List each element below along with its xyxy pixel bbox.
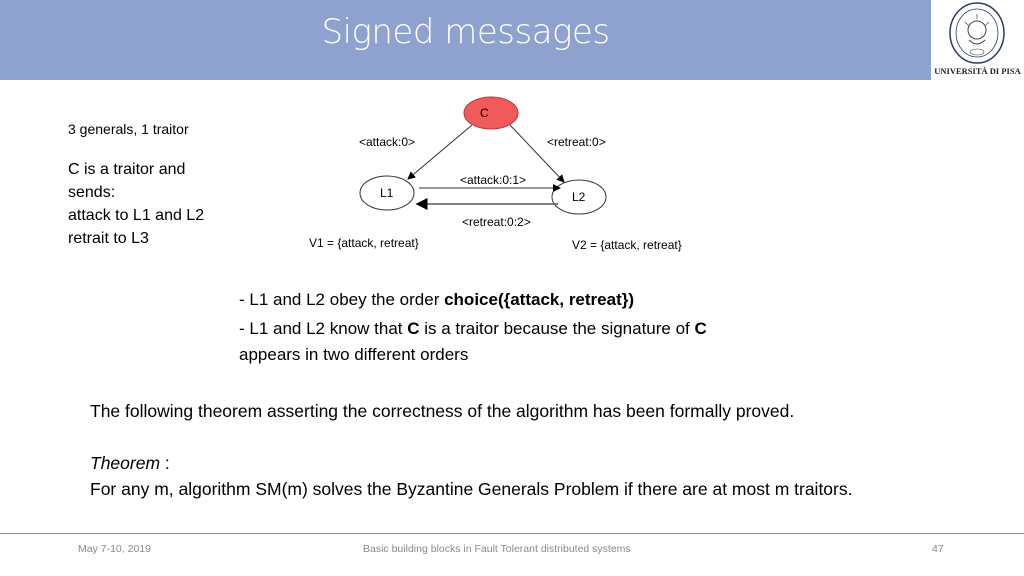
theorem-section: The following theorem asserting the corr…: [90, 398, 852, 502]
theorem-heading: Theorem :: [90, 450, 852, 476]
university-seal-icon: [949, 2, 1005, 64]
footer-subject: Basic building blocks in Fault Tolerant …: [363, 543, 631, 555]
bullet-text: - L1 and L2 know that: [239, 319, 408, 338]
bullet-bold: choice({attack, retreat}): [444, 290, 635, 309]
v1-label: V1 = {attack, retreat}: [309, 236, 419, 250]
edge-c-l1: [407, 124, 473, 180]
message-diagram: C L1 L2 <attack:0> <retreat:0> <attack:0…: [300, 90, 720, 260]
node-l1-label: L1: [380, 186, 394, 200]
theorem-statement: For any m, algorithm SM(m) solves the By…: [90, 479, 853, 499]
bullet-text: is a traitor because the signature of: [419, 319, 695, 338]
bullet-obey-order: - L1 and L2 obey the order choice({attac…: [239, 287, 799, 313]
bullet-traitor-detection: - L1 and L2 know that C is a traitor bec…: [239, 316, 799, 342]
page-number: 47: [932, 543, 944, 555]
footer-divider: [0, 533, 1024, 534]
conclusions: - L1 and L2 obey the order choice({attac…: [239, 287, 799, 368]
traitor-description: C is a traitor and sends: attack to L1 a…: [68, 158, 204, 250]
edge-label-attack-0: <attack:0>: [359, 135, 416, 149]
node-c-label: C: [480, 106, 489, 120]
note-line: sends:: [68, 184, 116, 201]
logo-text: UNIVERSITÀ DI PISA: [934, 66, 1021, 76]
slide-title: Signed messages: [321, 12, 610, 52]
theorem-colon: :: [160, 453, 170, 473]
university-logo: UNIVERSITÀ DI PISA: [931, 0, 1024, 80]
bullet-text: - L1 and L2 obey the order: [239, 290, 445, 309]
theorem-intro: The following theorem asserting the corr…: [90, 401, 795, 421]
setup-note: 3 generals, 1 traitor: [68, 121, 189, 137]
edge-c-l2: [509, 124, 565, 183]
edge-label-attack-0-1: <attack:0:1>: [460, 173, 527, 187]
footer-date: May 7-10, 2019: [78, 543, 151, 555]
node-l1: [359, 175, 415, 211]
v2-label: V2 = {attack, retreat}: [572, 238, 682, 252]
theorem-label: Theorem: [90, 453, 161, 473]
title-bar: Signed messages: [0, 0, 931, 80]
node-l2-label: L2: [572, 190, 586, 204]
edge-label-retreat-0-2: <retreat:0:2>: [462, 215, 531, 229]
bullet-bold: C: [407, 319, 420, 338]
bullet-bold: C: [694, 319, 707, 338]
bullet-continuation: appears in two different orders: [239, 345, 469, 364]
note-line: C is a traitor and: [68, 161, 186, 178]
note-line: retrait to L3: [68, 230, 149, 247]
node-c: [463, 96, 519, 130]
node-l2: [551, 179, 607, 215]
note-line: attack to L1 and L2: [68, 207, 205, 224]
edge-label-retreat-0: <retreat:0>: [547, 135, 606, 149]
